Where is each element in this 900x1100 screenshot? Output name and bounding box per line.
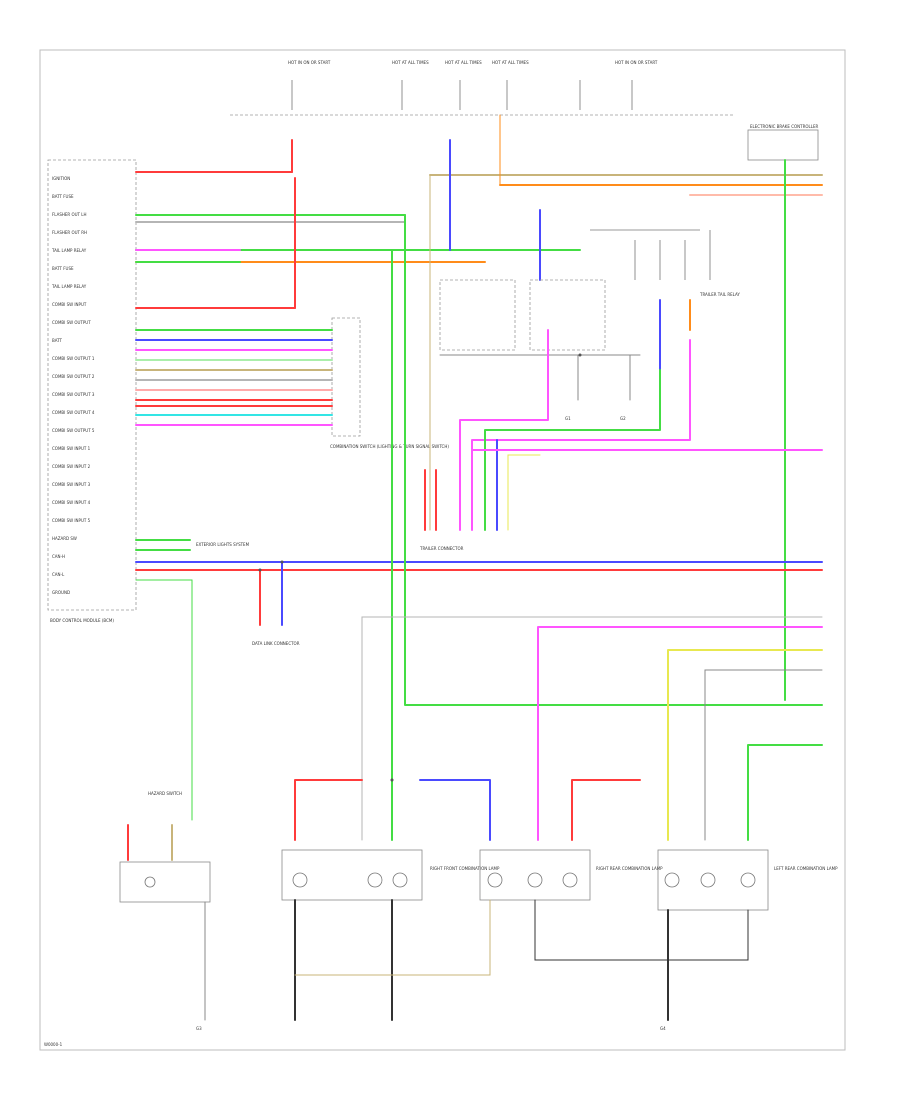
- fuse-label-2: HOT AT ALL TIMES: [392, 60, 429, 65]
- trailer-wires: [424, 329, 823, 531]
- bcm-pin-label: COMBI SW OUTPUT 2: [52, 374, 95, 379]
- bcm-pin-label: COMBI SW OUTPUT 5: [52, 428, 95, 433]
- junction-nodes: [258, 353, 582, 782]
- right-feed-wires: [429, 114, 823, 701]
- fuse-label-5: HOT IN ON OR START: [615, 60, 658, 65]
- ground-wires: [204, 899, 749, 1021]
- bcm-pin-label: FLASHER OUT RH: [52, 230, 87, 235]
- fuse-symbols: [230, 80, 735, 116]
- lamp-feed-wires: [127, 779, 641, 861]
- bcm-wires: [135, 139, 581, 309]
- bcm-pin-label: FLASHER OUT LH: [52, 212, 87, 217]
- right-front-lamp-box: [281, 849, 423, 901]
- trailer-connector-label: TRAILER CONNECTOR: [419, 546, 464, 551]
- bcm-pin-label: BATT: [52, 338, 63, 343]
- combination-switch-box: [331, 317, 361, 437]
- footer-code: W0000-1: [44, 1042, 63, 1047]
- relay-box-1: [439, 279, 516, 351]
- combi-switch-wires: [135, 329, 333, 426]
- relay-section: TRAILER TAIL RELAY: [439, 229, 740, 371]
- electronic-brake-box: [747, 129, 819, 161]
- hazard-switch-label: HAZARD SWITCH: [148, 791, 182, 796]
- bcm-pin-list: IGNITION BATT FUSE FLASHER OUT LH FLASHER O…: [51, 176, 95, 595]
- bcm-pin-label: HAZARD SW: [52, 536, 77, 541]
- can-bus-wires: [135, 539, 823, 821]
- right-rear-lamp-label: RIGHT REAR COMBINATION LAMP: [596, 866, 663, 871]
- fuse-label-4: HOT AT ALL TIMES: [492, 60, 529, 65]
- bcm-pin-label: COMBI SW INPUT 2: [52, 464, 91, 469]
- bcm-pin-label: BATT FUSE: [52, 266, 74, 271]
- relay-box-2: [529, 279, 606, 351]
- lower-feed-wires: [361, 214, 823, 841]
- right-rear-lamp-box: [479, 849, 591, 901]
- fuse-labels: HOT IN ON OR START HOT AT ALL TIMES HOT …: [288, 60, 658, 65]
- fuse-label-1: HOT IN ON OR START: [288, 60, 331, 65]
- bcm-pin-label: TAIL LAMP RELAY: [51, 248, 87, 253]
- hazard-switch-box: [119, 861, 211, 903]
- combination-switch-label: COMBINATION SWITCH (LIGHTING & TURN SIGN…: [330, 444, 449, 449]
- bcm-pin-label: COMBI SW INPUT: [52, 302, 87, 307]
- diagram-frame: [39, 49, 846, 1051]
- exterior-lights-label: EXTERIOR LIGHTS SYSTEM: [196, 542, 250, 547]
- right-front-lamp-label: RIGHT FRONT COMBINATION LAMP: [430, 866, 500, 871]
- bcm-pin-label: COMBI SW INPUT 5: [52, 518, 91, 523]
- bcm-pin-label: COMBI SW OUTPUT: [52, 320, 91, 325]
- ground-label-relay-2: G2: [620, 416, 626, 421]
- left-rear-lamp-box: [657, 849, 769, 911]
- ground-label-4: G4: [660, 1026, 666, 1031]
- bcm-pin-label: GROUND: [52, 590, 70, 595]
- bcm-pin-label: COMBI SW OUTPUT 4: [52, 410, 95, 415]
- ground-label-3: G3: [196, 1026, 202, 1031]
- relay-grounds: G1 G2: [565, 354, 631, 421]
- fuse-label-3: HOT AT ALL TIMES: [445, 60, 482, 65]
- bcm-box: [47, 159, 137, 611]
- bcm-pin-label: CAN-H: [52, 554, 65, 559]
- bcm-pin-label: TAIL LAMP RELAY: [51, 284, 87, 289]
- bcm-pin-label: COMBI SW INPUT 4: [52, 500, 91, 505]
- trailer-relay-label: TRAILER TAIL RELAY: [699, 292, 740, 297]
- bcm-pin-label: CAN-L: [52, 572, 65, 577]
- bcm-pin-label: COMBI SW INPUT 1: [52, 446, 91, 451]
- bcm-pin-label: COMBI SW OUTPUT 3: [52, 392, 95, 397]
- data-link-label: DATA LINK CONNECTOR: [252, 641, 300, 646]
- left-rear-lamp-label: LEFT REAR COMBINATION LAMP: [774, 866, 838, 871]
- ground-label-relay-1: G1: [565, 416, 571, 421]
- bcm-title: BODY CONTROL MODULE (BCM): [50, 618, 114, 623]
- bcm-pin-label: COMBI SW OUTPUT 1: [52, 356, 95, 361]
- bcm-pin-label: BATT FUSE: [52, 194, 74, 199]
- bcm-pin-label: IGNITION: [52, 176, 70, 181]
- bcm-pin-label: COMBI SW INPUT 3: [52, 482, 91, 487]
- electronic-brake-label: ELECTRONIC BRAKE CONTROLLER: [750, 124, 818, 129]
